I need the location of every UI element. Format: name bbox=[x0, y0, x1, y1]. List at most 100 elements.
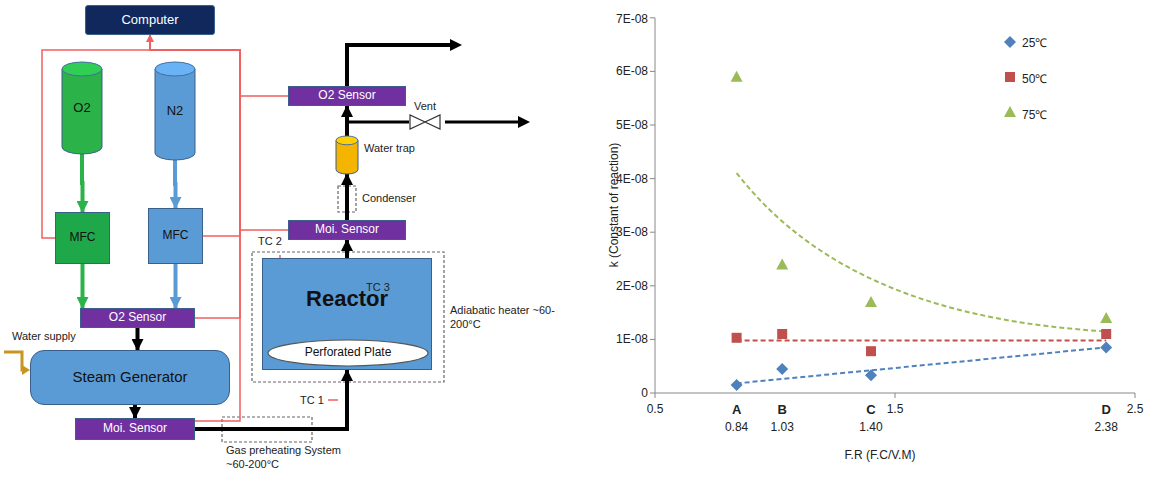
flow-pipe bbox=[80, 154, 85, 212]
tick-label: 0.84 bbox=[725, 420, 748, 434]
node-text-wrap: N2 bbox=[155, 62, 195, 160]
diagram-label: Gas preheating System ~60-200°C bbox=[226, 444, 354, 472]
node-text-wrap: O2 Sensor bbox=[81, 309, 194, 327]
diagram-label: TC 3 bbox=[366, 281, 390, 293]
vent-head bbox=[518, 116, 530, 128]
cylinder-body bbox=[62, 69, 102, 154]
square-marker bbox=[866, 346, 876, 356]
flow-pipe bbox=[345, 240, 349, 258]
tick-label: 0 bbox=[641, 386, 648, 400]
sensor-box: O2 Sensor bbox=[80, 308, 195, 328]
node-text-wrap: Vent bbox=[405, 100, 445, 132]
diamond-marker bbox=[1100, 341, 1112, 353]
series-25 bbox=[731, 36, 1113, 391]
tick-label: 4E-08 bbox=[616, 172, 648, 186]
flow-pipe bbox=[174, 264, 178, 308]
gas-cylinder: O2 bbox=[62, 62, 102, 154]
mfc-box: MFC bbox=[148, 208, 203, 264]
tick-label: 5E-08 bbox=[616, 118, 648, 132]
node-text-wrap: Steam Generator bbox=[31, 351, 229, 404]
node-label: Perforated Plate bbox=[305, 346, 392, 359]
cylinder-top bbox=[336, 136, 358, 145]
node-label: MFC bbox=[163, 229, 189, 242]
legend-label: 25℃ bbox=[1022, 34, 1047, 51]
diagram-label: Adiabatic heater ~60-200°C bbox=[450, 304, 568, 332]
cylinder-top bbox=[155, 62, 195, 76]
tick-label: C bbox=[866, 402, 875, 417]
series-50 bbox=[732, 72, 1112, 356]
tick-label: A bbox=[732, 402, 741, 417]
sensor-box: Moi. Sensor bbox=[75, 418, 195, 440]
tick bbox=[650, 17, 655, 18]
tick bbox=[650, 339, 655, 340]
node-text-wrap: Moi. Sensor bbox=[289, 221, 405, 239]
diagram-label: TC 2 bbox=[258, 235, 282, 247]
node-text-wrap: Computer bbox=[86, 6, 214, 34]
sensor-box: Moi. Sensor bbox=[288, 220, 406, 240]
tick-label: 7E-08 bbox=[616, 12, 648, 26]
node-label: Moi. Sensor bbox=[103, 422, 167, 435]
chart-axes bbox=[650, 18, 1135, 398]
perforated-plate: Perforated Plate bbox=[267, 339, 429, 367]
tick-label: 1.40 bbox=[859, 420, 882, 434]
tick-label: 2.38 bbox=[1095, 420, 1118, 434]
tick bbox=[650, 285, 655, 286]
cylinder-body bbox=[155, 69, 195, 160]
tick bbox=[895, 393, 896, 398]
computer-box: Computer bbox=[85, 5, 215, 35]
gas-cylinder: N2 bbox=[155, 62, 195, 160]
tick-label: 1.03 bbox=[771, 420, 794, 434]
legend-marker bbox=[1005, 72, 1015, 82]
water-supply-pipe bbox=[4, 352, 30, 375]
square-marker bbox=[732, 333, 742, 343]
square-marker bbox=[1101, 329, 1111, 339]
signal-wire bbox=[150, 35, 240, 236]
node-label: Computer bbox=[121, 13, 178, 27]
water-trap: Water trap bbox=[336, 136, 358, 174]
legend-marker bbox=[1004, 106, 1016, 117]
outlets bbox=[347, 39, 530, 128]
tick-label: 0.5 bbox=[647, 402, 664, 416]
triangle-marker bbox=[731, 71, 743, 82]
signal-wire bbox=[42, 35, 150, 238]
steam-generator: Steam Generator bbox=[30, 350, 230, 405]
node-label: O2 bbox=[73, 101, 90, 115]
tick-label: 6E-08 bbox=[616, 64, 648, 78]
flow-pipe bbox=[133, 405, 137, 418]
dashed-frames bbox=[222, 186, 444, 442]
signal-wire bbox=[150, 35, 240, 318]
mfc-box: MFC bbox=[55, 212, 110, 264]
node-label: Moi. Sensor bbox=[315, 223, 379, 236]
node-text-wrap: O2 Sensor bbox=[289, 87, 405, 105]
tick-label: 1.5 bbox=[887, 402, 904, 416]
flow-pipe bbox=[81, 264, 85, 308]
y-axis bbox=[655, 18, 656, 393]
tick-label: 2.5 bbox=[1127, 402, 1144, 416]
triangle-marker bbox=[776, 258, 788, 269]
sensor-box: O2 Sensor bbox=[288, 86, 406, 106]
node-label: N2 bbox=[167, 104, 184, 118]
axis-title: F.R (F.C/V.M) bbox=[845, 448, 916, 462]
diagram-label: TC 1 bbox=[300, 394, 324, 406]
signal-wire bbox=[150, 35, 288, 230]
node-text-wrap: Moi. Sensor bbox=[76, 419, 194, 439]
square-marker bbox=[777, 329, 787, 339]
diamond-marker bbox=[865, 369, 877, 381]
node-label: Steam Generator bbox=[72, 369, 187, 386]
node-label: Water trap bbox=[364, 142, 415, 154]
series-75 bbox=[731, 71, 1113, 323]
flow-pipe bbox=[347, 122, 409, 136]
node-label: O2 Sensor bbox=[318, 89, 375, 102]
node-text-wrap: MFC bbox=[149, 209, 202, 263]
vent-line bbox=[445, 121, 518, 124]
legend-marker bbox=[1004, 36, 1016, 48]
tc-wire bbox=[328, 399, 338, 401]
outlet-line bbox=[347, 45, 450, 86]
trend-50 bbox=[737, 340, 1107, 342]
legend-label: 50℃ bbox=[1022, 70, 1047, 87]
diamond-marker bbox=[776, 363, 788, 375]
flow-pipe bbox=[136, 328, 140, 350]
diagram-label: Condenser bbox=[362, 192, 416, 204]
tick-label: 2E-08 bbox=[616, 279, 648, 293]
adiabatic-heater-frame bbox=[252, 252, 444, 382]
